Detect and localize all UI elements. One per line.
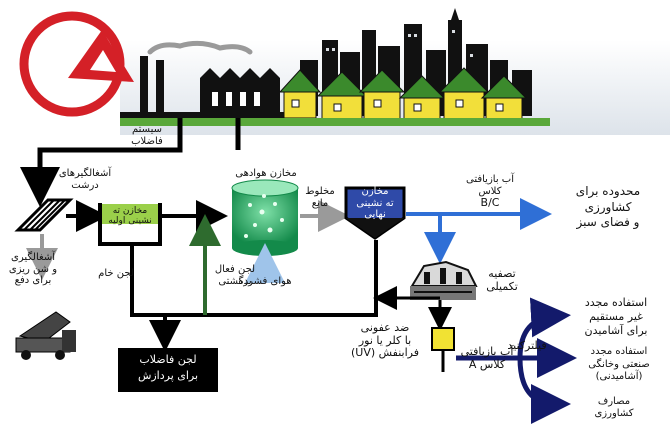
house-icon: [278, 67, 528, 121]
logo-icon: [19, 11, 134, 117]
final-settling-line-1: مخازن: [361, 186, 389, 197]
disinfection-line-2: با کلر یا نور: [358, 333, 412, 347]
disinfection-unit-icon: [431, 327, 455, 372]
label-coarse-screens: آشغالگیرهای درشت: [50, 168, 120, 191]
label-filtration: فیلترکنید: [507, 339, 547, 352]
label-direct-potable: استفاده مجدد غیر مستقیم برای آشامیدن: [566, 296, 666, 337]
direct-potable-line-3: برای آشامیدن: [584, 323, 648, 337]
primary-settling-line-2: نشینی اولیه: [108, 216, 152, 227]
coarse-screens-line-2: درشت: [71, 179, 99, 191]
primary-settling-line-1: مخازن ته: [112, 206, 148, 216]
dump-truck-icon: [15, 311, 76, 360]
disinfection-line-1: ضد عفونی: [360, 321, 410, 334]
label-mixed-liquor: مخلوط مایع: [298, 186, 342, 209]
label-industrial: استفاده مجدد صنعتی وخانگی (آشامیدنی): [570, 346, 668, 384]
aeration-tank: [231, 179, 299, 256]
mixed-liquor-line-1: مخلوط: [305, 186, 335, 197]
sewer-system-line-1: سیستم: [132, 124, 162, 135]
reclaimed-bc-line-1: آب بازیافتی: [466, 174, 514, 185]
sludge-collection-line: [130, 240, 378, 317]
label-return-sludge: لجن فعال برگشتی: [206, 264, 264, 287]
label-reclaimed-bc: آب بازیافتی کلاس B/C: [454, 174, 526, 210]
sewer-pipe: [20, 118, 183, 207]
direct-potable-line-1: استفاده مجدد: [584, 296, 648, 309]
factory-icon: [120, 40, 290, 118]
label-agriculture: مصارف کشاورزی: [574, 396, 654, 419]
label-reclaimed-a: آب بازیافتی کلاس A: [458, 345, 516, 371]
final-settling-tank: [344, 186, 406, 240]
label-grit-removal: آشغالگیری و شن ریزی برای دفع: [2, 252, 64, 287]
label-sewer-system: سیستم فاضلاب: [118, 124, 176, 147]
grit-removal-line-1: آشغالگیری: [11, 252, 55, 263]
label-aeration-tank: مخازن هوادهی: [235, 168, 297, 179]
reclaimed-a-line-2: کلاس A: [468, 357, 506, 371]
tertiary-line-1: تصفیه: [488, 267, 516, 280]
industrial-line-1: استفاده مجدد: [590, 346, 648, 357]
return-sludge-line-1: لجن فعال: [214, 264, 256, 275]
limited-use-line-3: و فضای سبز: [576, 215, 640, 230]
return-sludge-line-2: برگشتی: [218, 275, 252, 287]
label-compressed-air: هوای فشرده: [238, 276, 292, 287]
label-raw-sludge: لجن خام: [98, 268, 134, 279]
agriculture-line-1: مصارف: [597, 396, 631, 407]
agriculture-line-2: کشاورزی: [594, 407, 634, 419]
limited-use-line-1: محدوده برای: [575, 184, 641, 198]
grit-removal-line-2: و شن ریزی: [8, 263, 58, 275]
sludge-treatment-line-1: لجن فاضلاب: [139, 353, 197, 366]
industrial-line-2: صنعتی وخانگی: [588, 358, 650, 370]
reclaimed-bc-line-2: کلاس: [478, 185, 502, 197]
direct-potable-line-2: غیر مستقیم: [589, 309, 643, 323]
class-a-distribution: [456, 297, 577, 424]
sewer-system-line-2: فاضلاب: [131, 135, 163, 147]
label-disinfection: ضد عفونی با کلر یا نور فرابنفش (UV): [340, 321, 430, 360]
disinfection-line-3: فرابنفش (UV): [350, 346, 420, 360]
label-primary-settling: مخازن ته نشینی اولیه: [102, 206, 158, 227]
final-settling-line-3: نهایی: [364, 209, 386, 220]
limited-use-line-2: کشاورزی: [584, 199, 632, 214]
bar-screen-icon: [14, 198, 74, 232]
mixed-liquor-line-2: مایع: [311, 197, 329, 209]
industrial-line-3: (آشامیدنی): [595, 371, 643, 382]
reclaimed-bc-line-3: B/C: [480, 196, 500, 209]
tertiary-line-2: تکمیلی: [486, 279, 518, 293]
coarse-screens-line-1: آشغالگیرهای: [58, 168, 112, 179]
treatment-plant-icon: [410, 260, 478, 300]
label-tertiary: تصفیه تکمیلی: [478, 267, 526, 293]
reclaimed-a-line-1: آب بازیافتی: [460, 345, 514, 358]
primary-settling-tank: [98, 203, 162, 246]
label-limited-use: محدوده برای کشاورزی و فضای سبز: [552, 184, 664, 231]
ground-strip: [120, 118, 550, 126]
final-settling-line-2: ته نشینی: [356, 197, 394, 209]
grit-removal-line-3: برای دفع: [14, 275, 52, 286]
sludge-treatment-line-2: برای پردازش: [137, 368, 199, 382]
label-final-settling: مخازن ته نشینی نهایی: [346, 186, 404, 221]
sludge-treatment-box: لجن فاضلاب برای پردازش: [118, 348, 218, 392]
